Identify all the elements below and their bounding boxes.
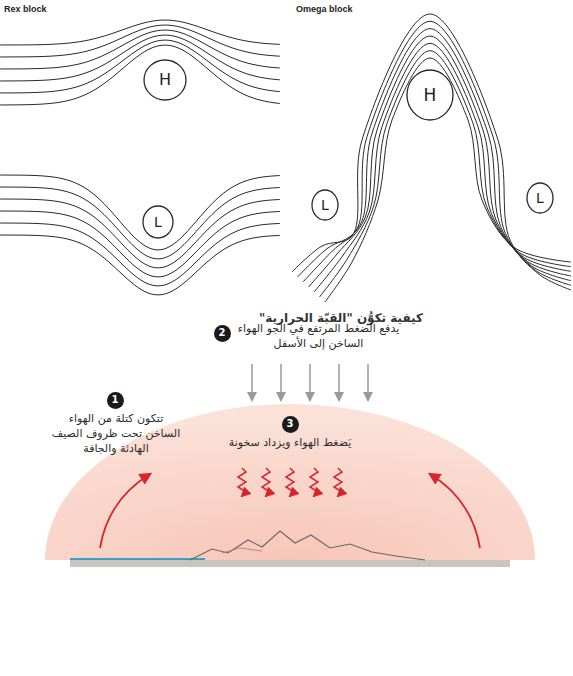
- pressure-arrow: [251, 364, 253, 400]
- contour-line: [0, 25, 280, 57]
- contour-line: [0, 40, 280, 93]
- contour-line: [0, 235, 280, 295]
- pressure-letter: L: [321, 198, 329, 212]
- callout-number: 1: [107, 392, 124, 409]
- ground-band: [70, 560, 510, 567]
- heat-squiggles: [238, 468, 342, 496]
- pressure-center: H: [143, 59, 187, 101]
- isobar-ellipse: [312, 190, 338, 220]
- pressure-arrow: [338, 364, 340, 400]
- callout-number: 2: [214, 325, 231, 342]
- contour-line: [303, 29, 571, 282]
- mountains: [190, 531, 425, 560]
- rising-air-arrow: [430, 474, 480, 548]
- heat-squiggle: [310, 468, 318, 496]
- pressure-arrow: [309, 364, 311, 400]
- contour-line: [309, 36, 572, 287]
- pressure-letter: L: [536, 191, 544, 205]
- heat-squiggle: [238, 468, 246, 496]
- isobar-ellipse: [407, 70, 453, 120]
- contour-line: [0, 223, 280, 286]
- pressure-arrow: [280, 364, 282, 400]
- isobar-ellipse: [527, 183, 553, 213]
- callout-number: 3: [282, 416, 299, 433]
- heat-dome: [45, 404, 535, 560]
- contour-line: [314, 43, 571, 292]
- contour-line: [0, 45, 280, 105]
- callout-disc: [214, 325, 231, 342]
- pressure-center: L: [311, 189, 339, 221]
- contour-line: [298, 21, 572, 285]
- pressure-letter: H: [424, 87, 437, 104]
- callout-number-text: 1: [112, 395, 119, 405]
- pressure-arrow: [367, 364, 369, 400]
- pressure-center: L: [526, 182, 554, 214]
- callout-disc: [107, 392, 124, 409]
- rising-air-arrow: [100, 474, 150, 548]
- heat-squiggle: [334, 468, 342, 496]
- panel-title: Omega block: [296, 4, 353, 14]
- contour-line: [0, 175, 280, 250]
- contour-line: [0, 199, 280, 268]
- pressure-letter: H: [159, 72, 171, 88]
- step-note: يَضغط الهواء ويزداد سخونة: [222, 436, 358, 451]
- callout-number-text: 3: [287, 419, 294, 429]
- pressure-center: H: [406, 69, 454, 121]
- callout-number-text: 2: [219, 328, 226, 338]
- pressure-letter: L: [154, 215, 162, 229]
- step-note: يدفع الضغط المرتفع في الجو الهواء الساخن…: [236, 322, 401, 352]
- contour-line: [0, 211, 280, 277]
- contour-line: [0, 35, 280, 81]
- panel-title: Rex block: [4, 4, 47, 14]
- step-note: تتكون كتلة من الهواء الساخن تحت ظروف الص…: [50, 412, 182, 457]
- contour-line: [0, 20, 280, 45]
- contour-lines: [0, 14, 571, 302]
- pressure-center: L: [142, 205, 174, 239]
- isobar-ellipse: [144, 60, 186, 100]
- mountain-ridge: [222, 548, 262, 553]
- heat-squiggle: [286, 468, 294, 496]
- contour-line: [292, 14, 571, 290]
- heat-squiggle: [262, 468, 270, 496]
- callout-disc: [282, 416, 299, 433]
- water-line: [70, 558, 205, 560]
- contour-line: [0, 30, 280, 69]
- isobar-ellipse: [143, 206, 173, 238]
- contour-line: [0, 187, 280, 259]
